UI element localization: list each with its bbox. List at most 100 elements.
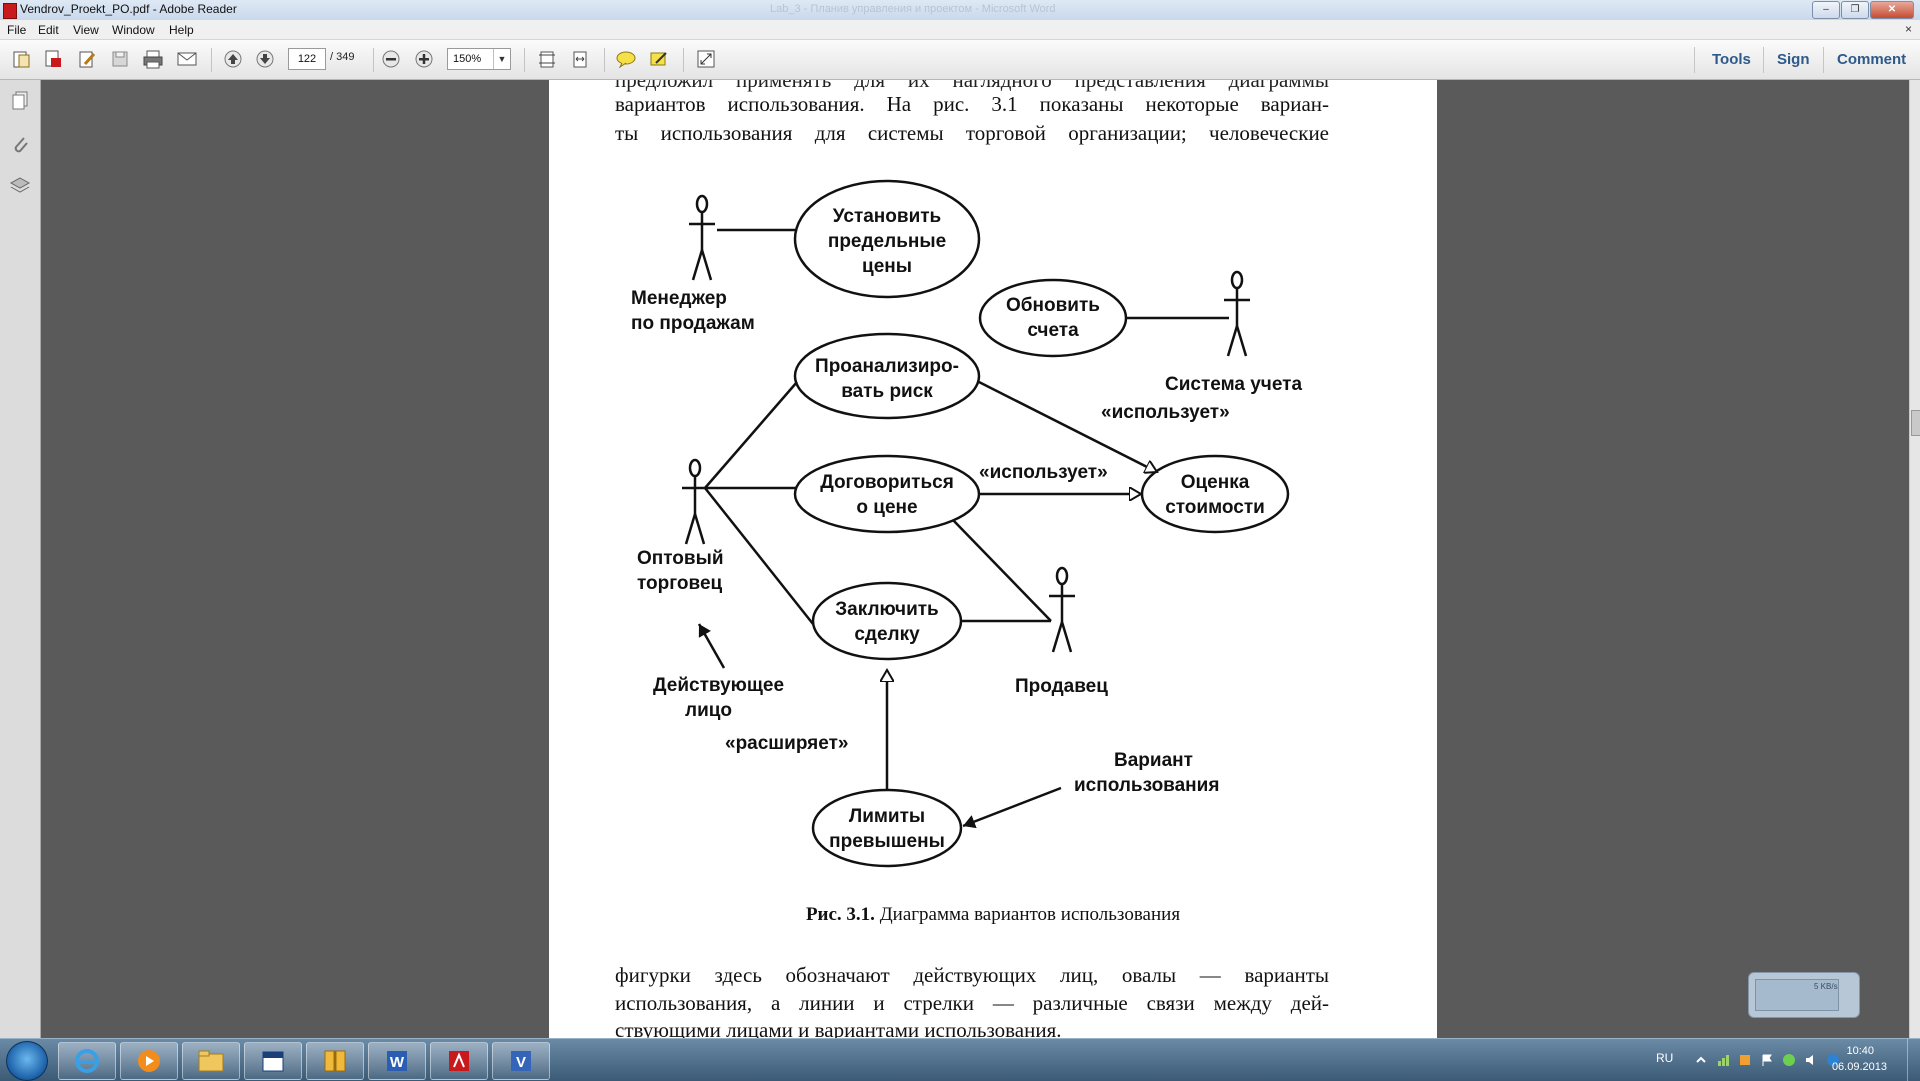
page-total: / 349 (330, 51, 355, 63)
zoom-in-icon[interactable] (412, 48, 436, 70)
toolbar-separator (604, 48, 605, 72)
previous-page-icon[interactable] (221, 48, 245, 70)
fit-width-icon[interactable] (568, 48, 592, 70)
sticky-note-icon[interactable] (614, 48, 638, 70)
scrollbar-thumb[interactable] (1911, 410, 1920, 436)
paragraph-line: предложил применять для их наглядного пр… (615, 80, 1329, 92)
actor-accounting-figure (1224, 270, 1250, 357)
paragraph-line: использования, а линии и стрелки — разли… (615, 991, 1329, 1015)
internet-explorer-icon[interactable] (58, 1042, 116, 1080)
adobe-reader-icon (3, 3, 17, 19)
word-icon[interactable]: W (368, 1042, 426, 1080)
layers-icon[interactable] (7, 173, 33, 199)
stereotype-extends-label: «расширяет» (725, 733, 848, 754)
highlight-icon[interactable] (647, 48, 671, 70)
language-indicator[interactable]: RU (1656, 1051, 1674, 1065)
title-bar: Vendrov_Proekt_PO.pdf - Adobe Reader Lab… (0, 0, 1920, 21)
bluetooth-tray-icon[interactable] (1826, 1053, 1840, 1067)
maximize-button[interactable]: ❐ (1841, 1, 1869, 19)
usecase-limits-exceeded-oval (811, 788, 963, 868)
start-button[interactable] (6, 1041, 48, 1081)
clock-time[interactable]: 10:40 (1846, 1045, 1874, 1057)
security-tray-icon[interactable] (1782, 1053, 1796, 1067)
comment-pane-button[interactable]: Comment (1837, 51, 1907, 68)
window-controls: – ❐ ✕ (1812, 1, 1914, 19)
clock-date[interactable]: 06.09.2013 (1831, 1061, 1887, 1073)
menu-file[interactable]: File (7, 23, 27, 37)
menu-view[interactable]: View (73, 23, 99, 37)
paragraph-line: ствующими лицами и вариантами использова… (615, 1018, 1062, 1038)
background-window-title: Lab_3 - Планив управления и проектом - M… (770, 3, 1056, 15)
actor-accounting-label: Система учета (1165, 374, 1302, 395)
actor-salesperson-label: Продавец (1015, 676, 1108, 697)
minimize-button[interactable]: – (1812, 1, 1840, 19)
menu-edit[interactable]: Edit (38, 23, 59, 37)
close-button[interactable]: ✕ (1870, 1, 1914, 19)
archive-app-icon[interactable] (306, 1042, 364, 1080)
usecase-update-accounts-label: счета (1027, 320, 1079, 341)
figure-caption: Рис. 3.1. Диаграмма вариантов использова… (549, 904, 1437, 926)
adobe-reader-task-icon[interactable] (430, 1042, 488, 1080)
actor-manager-figure (689, 194, 715, 281)
actor-trader-label: Оптовый (637, 548, 724, 569)
email-icon[interactable] (175, 48, 199, 70)
usecase-analyze-risk-label: Проанализиро- (815, 356, 959, 377)
paragraph-line: фигурки здесь обозначают действующих лиц… (615, 963, 1329, 987)
media-player-icon[interactable] (120, 1042, 178, 1080)
fit-page-icon[interactable] (535, 48, 559, 70)
toolbar-separator (683, 48, 684, 72)
show-hidden-icons-icon[interactable] (1694, 1053, 1708, 1067)
usecase-set-limits-label: цены (862, 256, 912, 277)
visio-icon[interactable]: V (492, 1042, 550, 1080)
window-title: Vendrov_Proekt_PO.pdf - Adobe Reader (20, 2, 237, 16)
volume-icon[interactable] (1804, 1053, 1818, 1067)
svg-text:W: W (390, 1054, 405, 1071)
usecase-limits-exceeded-label: Лимиты (849, 806, 925, 827)
vertical-scrollbar[interactable] (1909, 80, 1920, 1038)
note-actor-label: Действующее (653, 675, 784, 696)
actor-salesperson-figure (1049, 566, 1075, 653)
toolbar-separator (373, 48, 374, 72)
actor-manager-label: по продажам (631, 313, 755, 334)
close-document-button[interactable]: × (1904, 22, 1912, 36)
zoom-out-icon[interactable] (379, 48, 403, 70)
read-mode-icon[interactable] (694, 48, 718, 70)
usecase-set-limits-label: Установить (833, 206, 942, 227)
export-pdf-icon[interactable] (41, 48, 65, 70)
zoom-select[interactable]: 150% ▼ (447, 48, 511, 70)
sign-pane-button[interactable]: Sign (1777, 51, 1810, 68)
usecase-valuation-oval (1140, 454, 1290, 534)
network-tray-icon[interactable] (1716, 1053, 1730, 1067)
antivirus-tray-icon[interactable] (1738, 1053, 1752, 1067)
usecase-limits-exceeded-label: превышены (829, 831, 945, 852)
calendar-app-icon[interactable] (244, 1042, 302, 1080)
usecase-close-deal-oval (811, 581, 963, 661)
paragraph-line: ты использования для системы торговой ор… (615, 121, 1329, 145)
print-icon[interactable] (141, 48, 165, 70)
menu-window[interactable]: Window (112, 23, 155, 37)
usecase-analyze-risk-oval (793, 332, 981, 420)
document-viewport[interactable]: предложил применять для их наглядного пр… (41, 80, 1910, 1038)
taskbar: W V RU 10:40 06.09.2013 (0, 1038, 1920, 1081)
create-pdf-icon[interactable] (9, 48, 33, 70)
network-meter-widget[interactable]: 5 KB/s (1748, 972, 1860, 1018)
next-page-icon[interactable] (253, 48, 277, 70)
usecase-negotiate-oval (793, 454, 981, 534)
network-meter-display: 5 KB/s (1755, 979, 1839, 1011)
show-desktop-button[interactable] (1907, 1039, 1920, 1081)
usecase-close-deal-label: Заключить (835, 599, 938, 620)
edit-pdf-icon[interactable] (75, 48, 99, 70)
tools-pane-button[interactable]: Tools (1712, 51, 1751, 68)
chevron-down-icon[interactable]: ▼ (493, 49, 510, 69)
action-center-flag-icon[interactable] (1760, 1053, 1774, 1067)
menu-help[interactable]: Help (169, 23, 194, 37)
attachments-icon[interactable] (7, 131, 33, 157)
note-actor-label: лицо (685, 700, 732, 721)
menu-bar: File Edit View Window Help × (0, 20, 1920, 40)
figure-caption-number: Рис. 3.1. (805, 904, 875, 925)
save-icon[interactable] (108, 48, 132, 70)
page-thumbnails-icon[interactable] (7, 88, 33, 114)
file-explorer-icon[interactable] (182, 1042, 240, 1080)
usecase-negotiate-label: Договориться (820, 472, 954, 493)
page-number-input[interactable]: 122 (288, 48, 326, 70)
